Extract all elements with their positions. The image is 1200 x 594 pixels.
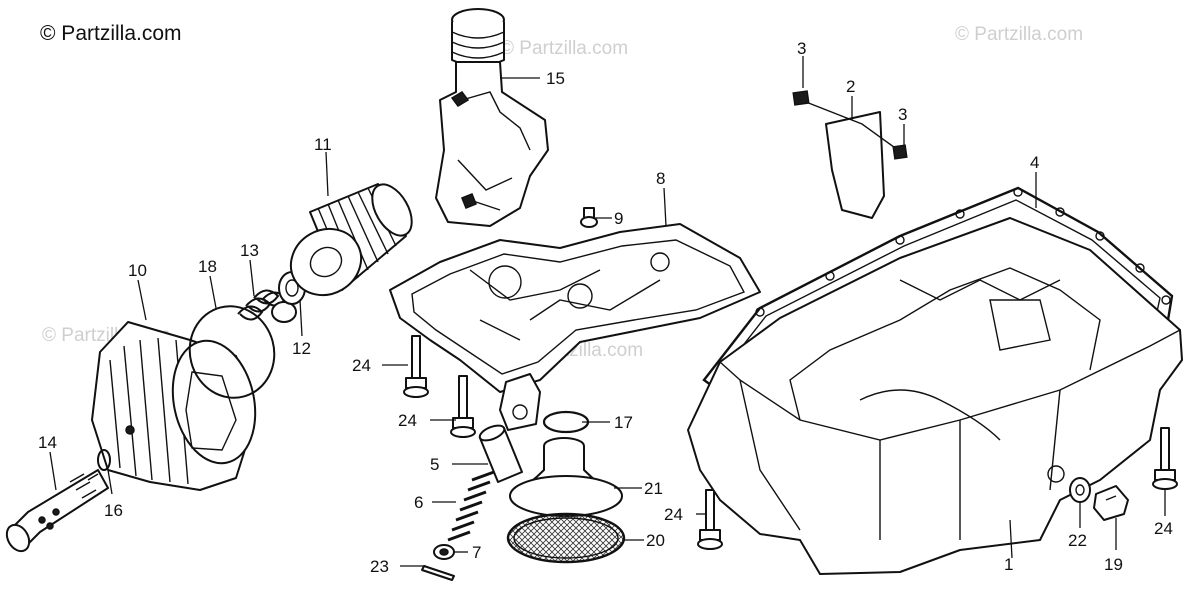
callout-10: 8	[656, 169, 665, 188]
callout-22: 22	[1068, 531, 1087, 550]
callout-1: 1	[1004, 555, 1013, 574]
callout-7: 5	[430, 455, 439, 474]
callout-20: 18	[198, 257, 217, 276]
part-15-spring[interactable]	[237, 289, 297, 323]
part-2-level-sensor[interactable]	[805, 101, 899, 219]
callout-17: 15	[546, 69, 565, 88]
callout-12: 10	[128, 261, 147, 280]
callout-3a: 3	[797, 39, 806, 58]
callout-9: 7	[472, 543, 481, 562]
callout-2: 2	[846, 77, 855, 96]
callout-15: 13	[240, 241, 259, 260]
callout-14: 12	[292, 339, 311, 358]
part-24-bolt-b[interactable]	[450, 375, 476, 438]
callout-24c: 24	[664, 505, 683, 524]
callout-11: 9	[614, 209, 623, 228]
part-3-connector-a[interactable]	[792, 90, 810, 106]
callout-21: 19	[1104, 555, 1123, 574]
callout-24b: 24	[398, 411, 417, 430]
callout-16: 14	[38, 433, 57, 452]
part-24-bolt-d[interactable]	[1152, 427, 1178, 490]
callout-23: 23	[370, 557, 389, 576]
part-1-oil-pan[interactable]	[687, 217, 1183, 575]
part-17-oil-pump[interactable]	[435, 8, 549, 227]
part-11-bolt[interactable]	[580, 207, 598, 228]
callout-6: 21	[644, 479, 663, 498]
part-9-washer[interactable]	[433, 544, 455, 560]
part-18-o-ring[interactable]	[97, 449, 111, 471]
callout-18: 16	[104, 501, 123, 520]
callout-24d: 24	[1154, 519, 1173, 538]
part-24-bolt-c[interactable]	[697, 489, 723, 550]
callout-4: 4	[1030, 153, 1039, 172]
part-10-cover-plate[interactable]	[389, 223, 761, 431]
part-6-strainer[interactable]	[509, 437, 623, 517]
part-22-washer[interactable]	[1069, 477, 1091, 503]
part-23-pin[interactable]	[421, 565, 455, 581]
watermark: © Partzilla.com	[500, 38, 629, 59]
part-3-connector-b[interactable]	[892, 144, 908, 160]
part-12-filter-cover[interactable]	[91, 321, 266, 491]
part-16-center-bolt[interactable]	[2, 469, 109, 555]
leader-lines	[49, 56, 1166, 567]
callout-13: 11	[314, 135, 332, 154]
part-7-spacer[interactable]	[478, 423, 523, 483]
callout-5: 20	[646, 531, 665, 550]
part-5-screen[interactable]	[506, 512, 626, 564]
callout-24a: 24	[352, 356, 371, 375]
part-21-drain-bolt[interactable]	[1093, 485, 1129, 521]
callout-labels: 15 8 9 3 2 3 4 11 10 18 13 12 14 16 24 2…	[38, 39, 1173, 576]
part-24-bolt-a[interactable]	[403, 335, 429, 398]
callout-3b: 3	[898, 105, 907, 124]
part-8-spring[interactable]	[447, 470, 495, 542]
part-13-oil-filter[interactable]	[279, 178, 420, 308]
part-20-o-ring[interactable]	[180, 297, 285, 408]
copyright-text: © Partzilla.com	[40, 22, 182, 45]
callout-19: 17	[614, 413, 633, 432]
watermark: © Partzilla.com	[955, 24, 1084, 45]
callout-8: 6	[414, 493, 423, 512]
part-19-o-ring[interactable]	[542, 410, 590, 434]
